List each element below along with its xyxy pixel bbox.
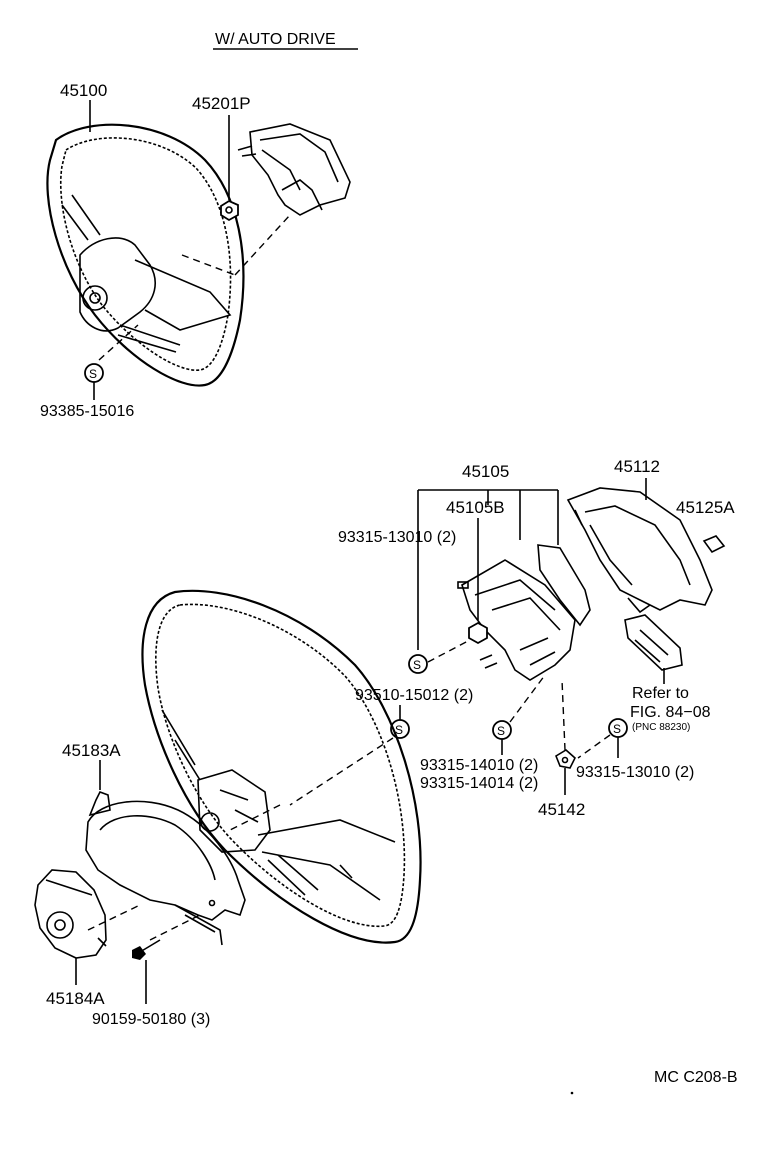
label-93510-15012: 93510-15012 (2) [355, 687, 473, 704]
label-45184A: 45184A [46, 989, 105, 1008]
diagram-title: W/ AUTO DRIVE [215, 31, 336, 48]
s-symbol-text-93385: S [89, 367, 97, 381]
s-symbol-text-93510: S [395, 723, 403, 737]
refer-line3: (PNC 88230) [632, 722, 690, 733]
steering-wheel-upper [46, 123, 245, 387]
screw-90159-50180 [132, 939, 161, 960]
dot-mark [570, 1091, 574, 1095]
switch-ref [624, 614, 683, 671]
refer-line1: Refer to [632, 685, 689, 702]
label-93315-13010-b: 93315-13010 (2) [576, 764, 694, 781]
refer-line2: FIG. 84−08 [630, 704, 711, 721]
label-90159-50180: 90159-50180 (3) [92, 1011, 210, 1028]
label-45112: 45112 [614, 457, 660, 476]
label-93315-14014: 93315-14014 (2) [420, 775, 538, 792]
horn-button-45184A [34, 869, 107, 959]
label-93385-15016: 93385-15016 [40, 403, 134, 420]
label-45100: 45100 [60, 81, 107, 100]
label-93315-13010-a: 93315-13010 (2) [338, 529, 456, 546]
s-symbol-text-93315-14010: S [497, 724, 505, 738]
clip-45142 [555, 749, 576, 769]
nut-45201P [220, 199, 239, 222]
label-45201P: 45201P [192, 94, 251, 113]
diagram-code: MC C208-B [654, 1069, 738, 1086]
label-45105B: 45105B [446, 498, 505, 517]
label-45105: 45105 [462, 462, 509, 481]
label-93315-14010: 93315-14010 (2) [420, 757, 538, 774]
label-45125A: 45125A [676, 498, 735, 517]
s-symbol-text-93315-13010-a: S [413, 658, 421, 672]
s-symbol-93315-13010-a [408, 654, 428, 674]
label-45142: 45142 [538, 800, 585, 819]
label-45183A: 45183A [62, 741, 121, 760]
horn-pad-45183A [85, 790, 246, 946]
nut-45105B [468, 621, 488, 645]
plate-45125A [702, 535, 726, 554]
steering-wheel-lower [141, 589, 422, 944]
upper-bracket [237, 123, 351, 216]
s-symbol-text-93315-13010-b: S [613, 722, 621, 736]
